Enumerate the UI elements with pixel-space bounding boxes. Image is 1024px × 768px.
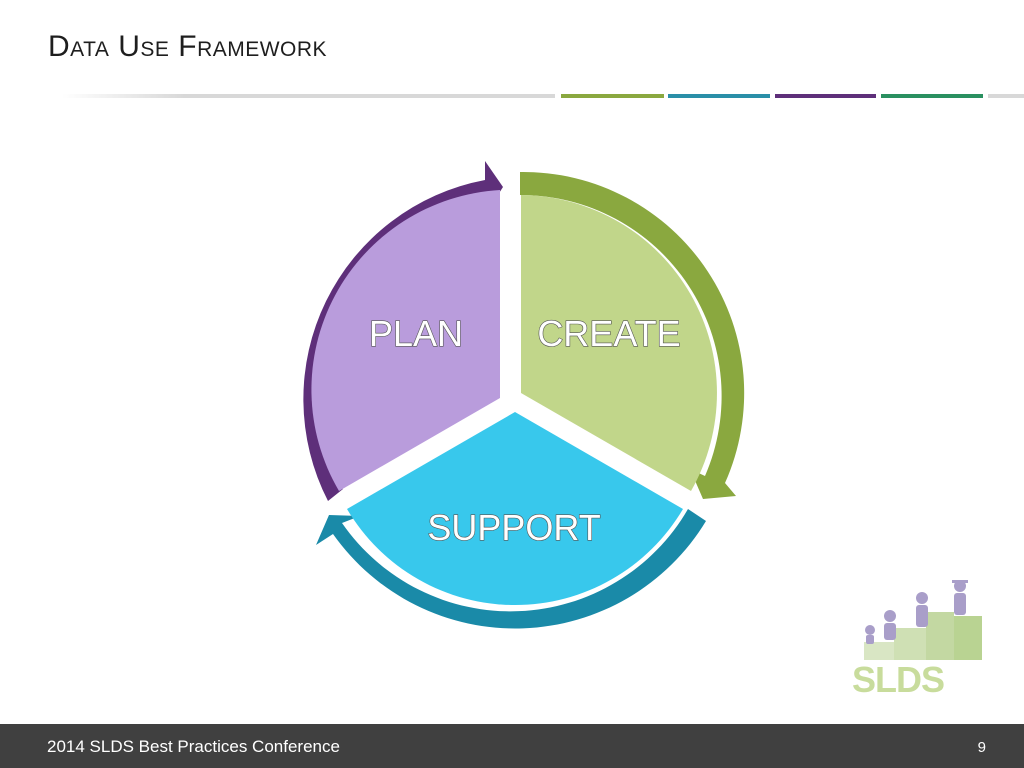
stripe-light-gray: [988, 94, 1024, 98]
stripe-teal: [668, 94, 770, 98]
support-arrow: [316, 509, 706, 629]
stripe-purple: [775, 94, 876, 98]
slds-logo: SLDS: [852, 580, 982, 696]
footer-bar: 2014 SLDS Best Practices Conference 9: [0, 724, 1024, 768]
graduation-steps-icon: [864, 580, 982, 660]
logo-text: SLDS: [852, 659, 944, 696]
conference-name: 2014 SLDS Best Practices Conference: [47, 737, 340, 756]
create-segment: [521, 195, 717, 491]
create-label: CREATE: [537, 313, 680, 354]
create-arrow: [520, 171, 745, 500]
accent-stripes: [0, 94, 1024, 98]
title-underline: [62, 94, 555, 98]
stripe-green: [561, 94, 664, 98]
page-number: 9: [977, 739, 986, 756]
slide-title: Data Use Framework: [48, 30, 328, 63]
support-segment: [347, 412, 683, 605]
support-label: SUPPORT: [427, 507, 600, 548]
plan-label: PLAN: [369, 313, 463, 354]
plan-segment: [311, 190, 500, 491]
stripe-dark-green: [881, 94, 983, 98]
